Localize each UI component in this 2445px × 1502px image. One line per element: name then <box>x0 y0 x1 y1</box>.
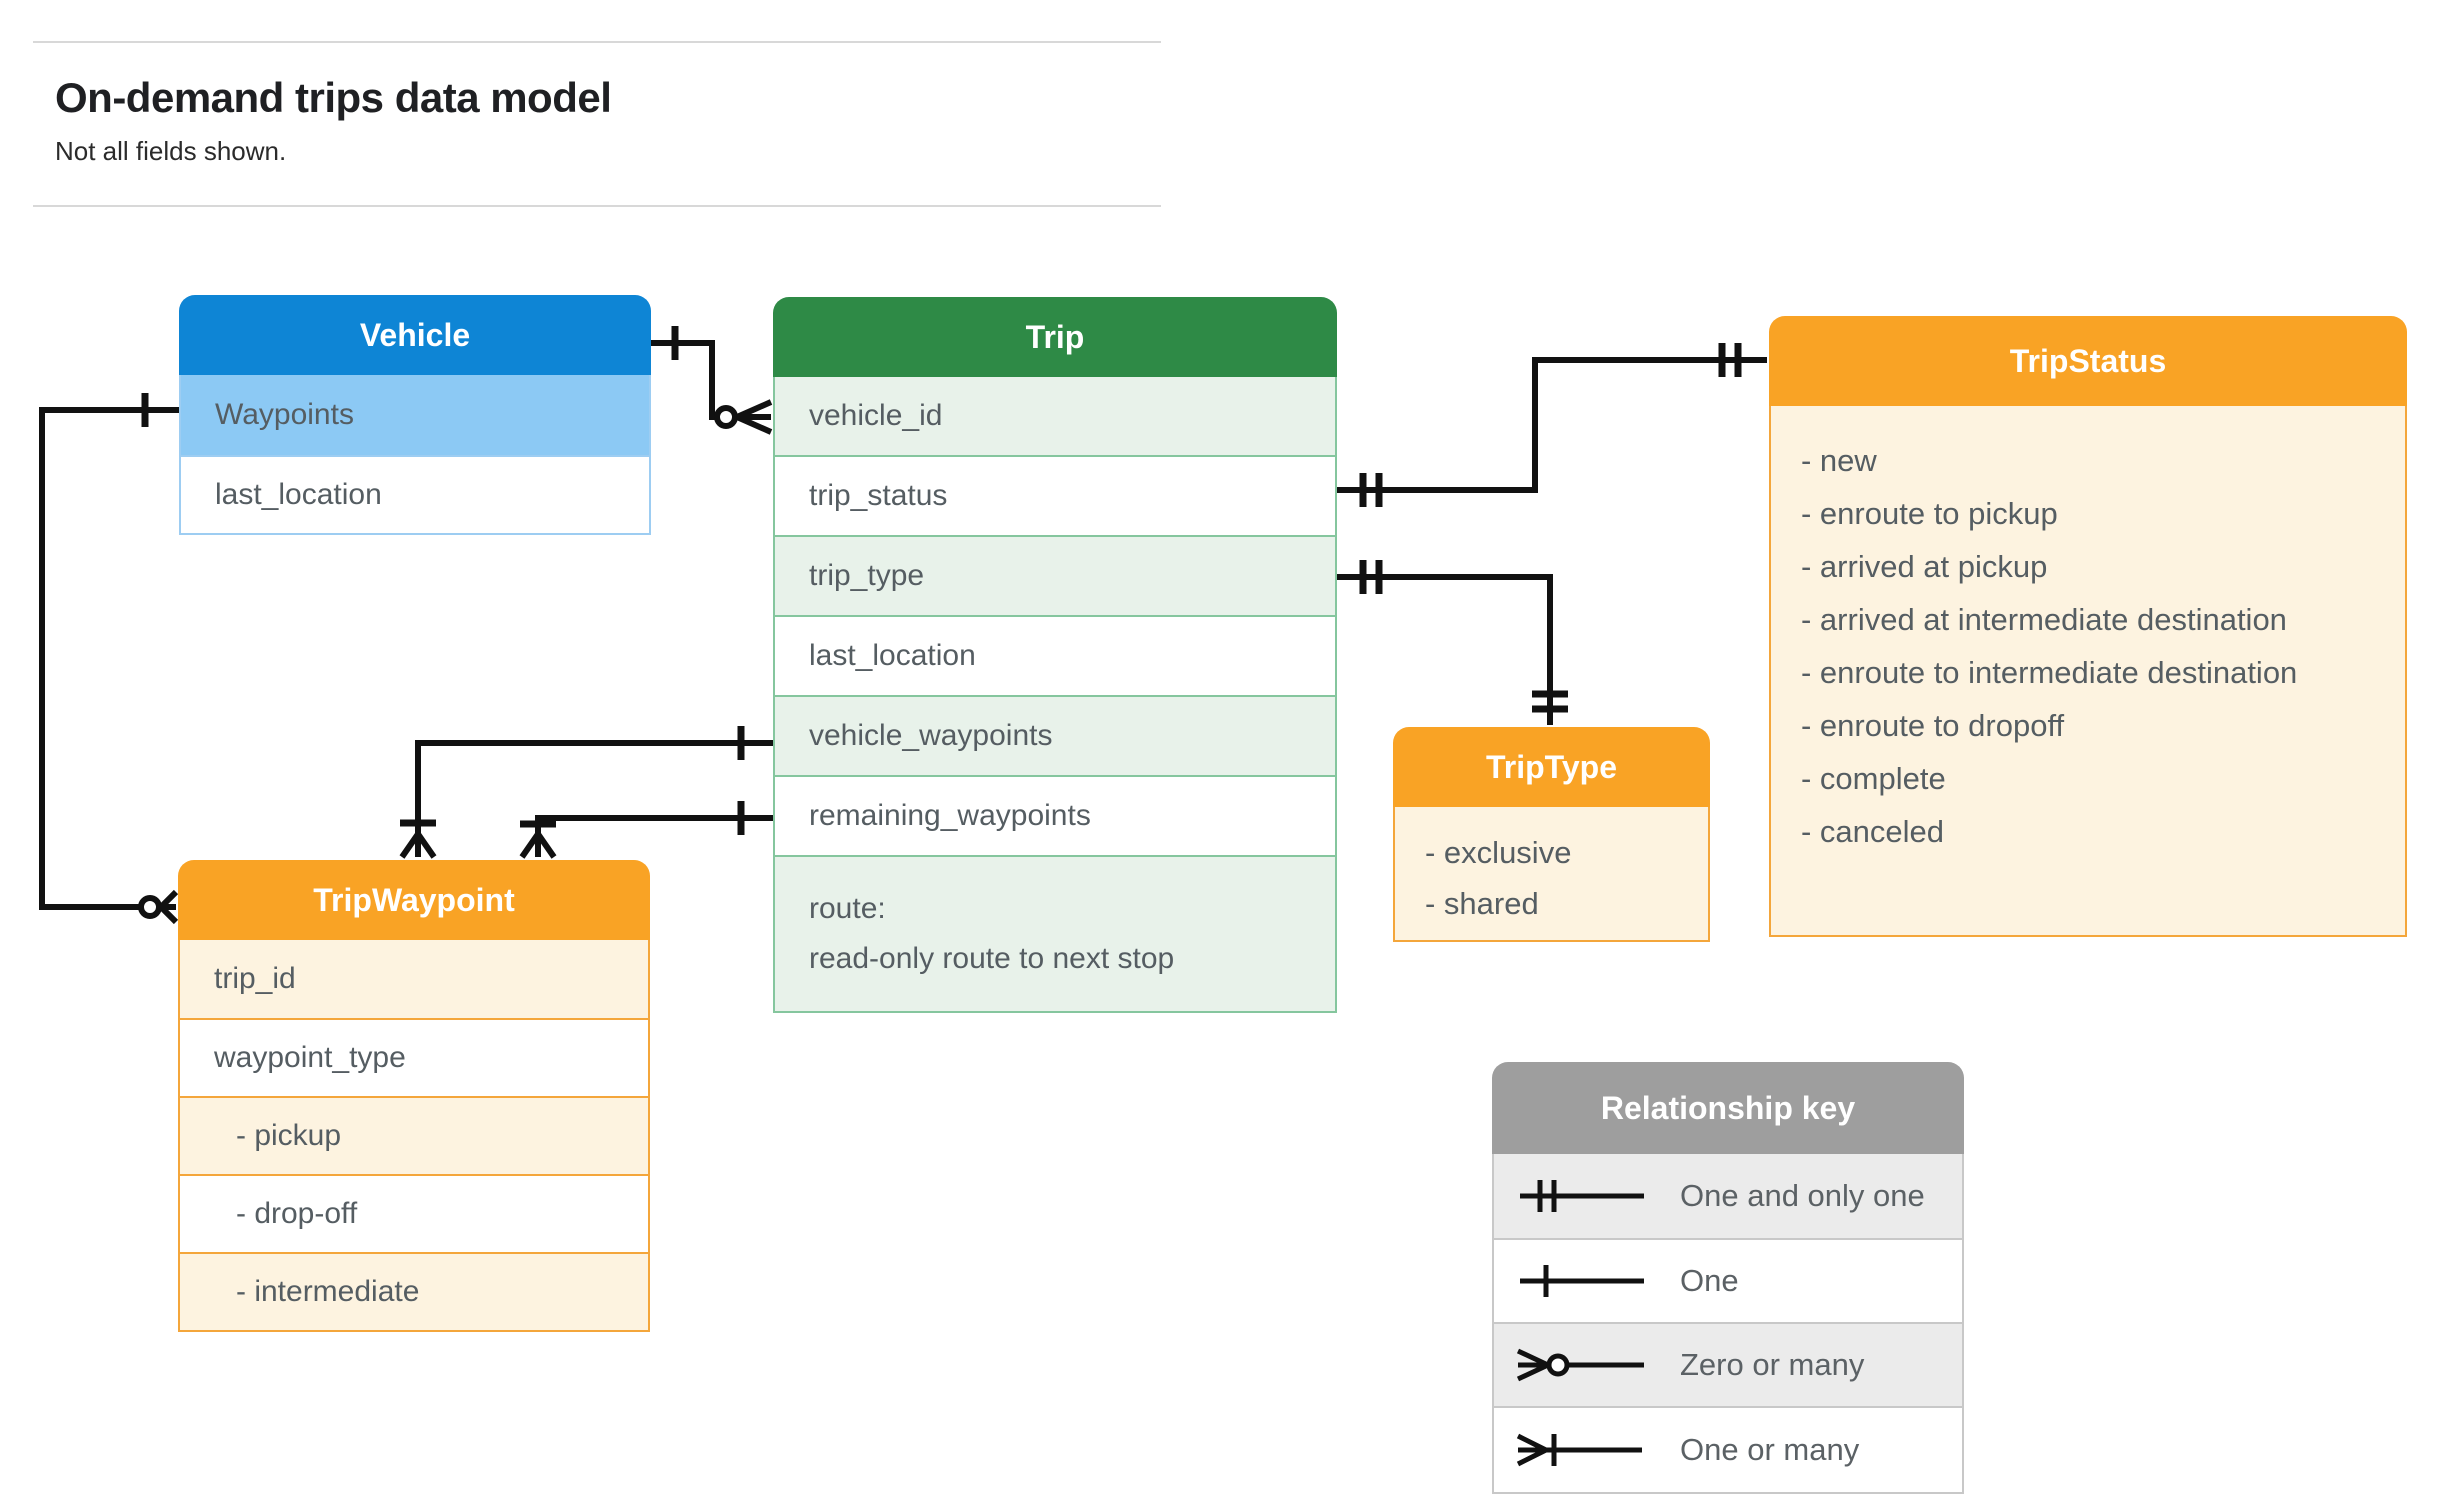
zero-or-many-icon <box>1516 1348 1644 1382</box>
entity-vehicle-title: Vehicle <box>179 295 651 375</box>
tripwaypoint-field-trip-id: trip_id <box>180 940 648 1018</box>
entity-triptype: TripType - exclusive - shared <box>1393 727 1710 942</box>
one-icon <box>1520 1265 1644 1297</box>
one-or-many-icon <box>399 819 437 859</box>
connector-waypoints-to-tripwaypoint <box>39 393 179 925</box>
zero-or-many-icon <box>714 399 773 435</box>
tripstatus-value: - complete <box>1801 761 1946 796</box>
connector-remaining-waypoints <box>519 801 773 859</box>
one-or-many-icon <box>1516 1433 1642 1467</box>
one-and-only-one-icon <box>1359 560 1383 594</box>
connector-tripstatus <box>1337 343 1767 507</box>
entity-trip-body: vehicle_id trip_status trip_type last_lo… <box>773 377 1337 1013</box>
legend-item-one: One <box>1494 1238 1962 1322</box>
entity-vehicle: Vehicle Waypoints last_location <box>179 295 651 535</box>
entity-tripstatus-title: TripStatus <box>1769 316 2407 406</box>
one-and-only-one-icon <box>1532 690 1568 713</box>
legend-label: Zero or many <box>1680 1347 1865 1382</box>
entity-trip: Trip vehicle_id trip_status trip_type la… <box>773 297 1337 1013</box>
one-and-only-one-icon <box>1359 473 1383 507</box>
title-bottom-divider <box>33 205 1161 207</box>
triptype-value: - exclusive <box>1425 835 1572 870</box>
tripwaypoint-value-intermediate: - intermediate <box>180 1252 648 1330</box>
entity-tripwaypoint: TripWaypoint trip_id waypoint_type - pic… <box>178 860 650 1332</box>
route-line-2: read-only route to next stop <box>809 942 1175 975</box>
tripstatus-value: - arrived at pickup <box>1801 549 2048 584</box>
connector-vehicle-waypoints <box>399 726 773 859</box>
tripwaypoint-value-pickup: - pickup <box>180 1096 648 1174</box>
tripstatus-value: - new <box>1801 443 1877 478</box>
trip-field-last-location: last_location <box>775 615 1335 695</box>
entity-tripstatus: TripStatus - new - enroute to pickup - a… <box>1769 316 2407 937</box>
page-title: On-demand trips data model <box>55 74 612 121</box>
zero-or-many-icon <box>138 889 179 925</box>
entity-triptype-title: TripType <box>1393 727 1710 807</box>
legend-item-one-and-only-one: One and only one <box>1494 1154 1962 1238</box>
connector-triptype <box>1337 560 1568 725</box>
tripstatus-value: - enroute to pickup <box>1801 496 2058 531</box>
relationship-key-body: One and only one One Zero or many <box>1492 1154 1964 1494</box>
relationship-key-title: Relationship key <box>1492 1062 1964 1154</box>
title-top-divider <box>33 41 1161 43</box>
entity-vehicle-body: Waypoints last_location <box>179 375 651 535</box>
entity-tripwaypoint-body: trip_id waypoint_type - pickup - drop-of… <box>178 940 650 1332</box>
one-or-many-icon <box>519 820 557 859</box>
legend-item-one-or-many: One or many <box>1494 1406 1962 1492</box>
trip-field-vehicle-id: vehicle_id <box>775 377 1335 455</box>
legend-label: One and only one <box>1680 1178 1925 1213</box>
triptype-value: - shared <box>1425 886 1539 921</box>
trip-field-route: route: read-only route to next stop <box>775 855 1335 1011</box>
trip-field-remaining-waypoints: remaining_waypoints <box>775 775 1335 855</box>
entity-trip-title: Trip <box>773 297 1337 377</box>
legend-label: One <box>1680 1263 1739 1298</box>
tripstatus-value: - arrived at intermediate destination <box>1801 602 2287 637</box>
legend-item-zero-or-many: Zero or many <box>1494 1322 1962 1406</box>
tripwaypoint-field-waypoint-type: waypoint_type <box>180 1018 648 1096</box>
trip-field-vehicle-waypoints: vehicle_waypoints <box>775 695 1335 775</box>
vehicle-field-waypoints: Waypoints <box>181 375 649 455</box>
tripstatus-value: - enroute to dropoff <box>1801 708 2065 743</box>
tripwaypoint-value-drop-off: - drop-off <box>180 1174 648 1252</box>
relationship-key: Relationship key One and only one One <box>1492 1062 1964 1494</box>
entity-tripwaypoint-title: TripWaypoint <box>178 860 650 940</box>
one-and-only-one-icon <box>1718 343 1742 377</box>
legend-label: One or many <box>1680 1432 1860 1467</box>
tripstatus-value: - canceled <box>1801 814 1945 849</box>
one-and-only-one-icon <box>1520 1180 1644 1212</box>
page-subtitle: Not all fields shown. <box>55 136 287 166</box>
connector-vehicle-to-trip <box>651 326 773 435</box>
entity-tripstatus-body: - new - enroute to pickup - arrived at p… <box>1769 406 2407 937</box>
entity-triptype-body: - exclusive - shared <box>1393 807 1710 942</box>
tripstatus-value: - enroute to intermediate destination <box>1801 655 2298 690</box>
vehicle-field-last-location: last_location <box>181 455 649 533</box>
trip-field-trip-type: trip_type <box>775 535 1335 615</box>
route-line-1: route: <box>809 892 886 925</box>
trip-field-trip-status: trip_status <box>775 455 1335 535</box>
